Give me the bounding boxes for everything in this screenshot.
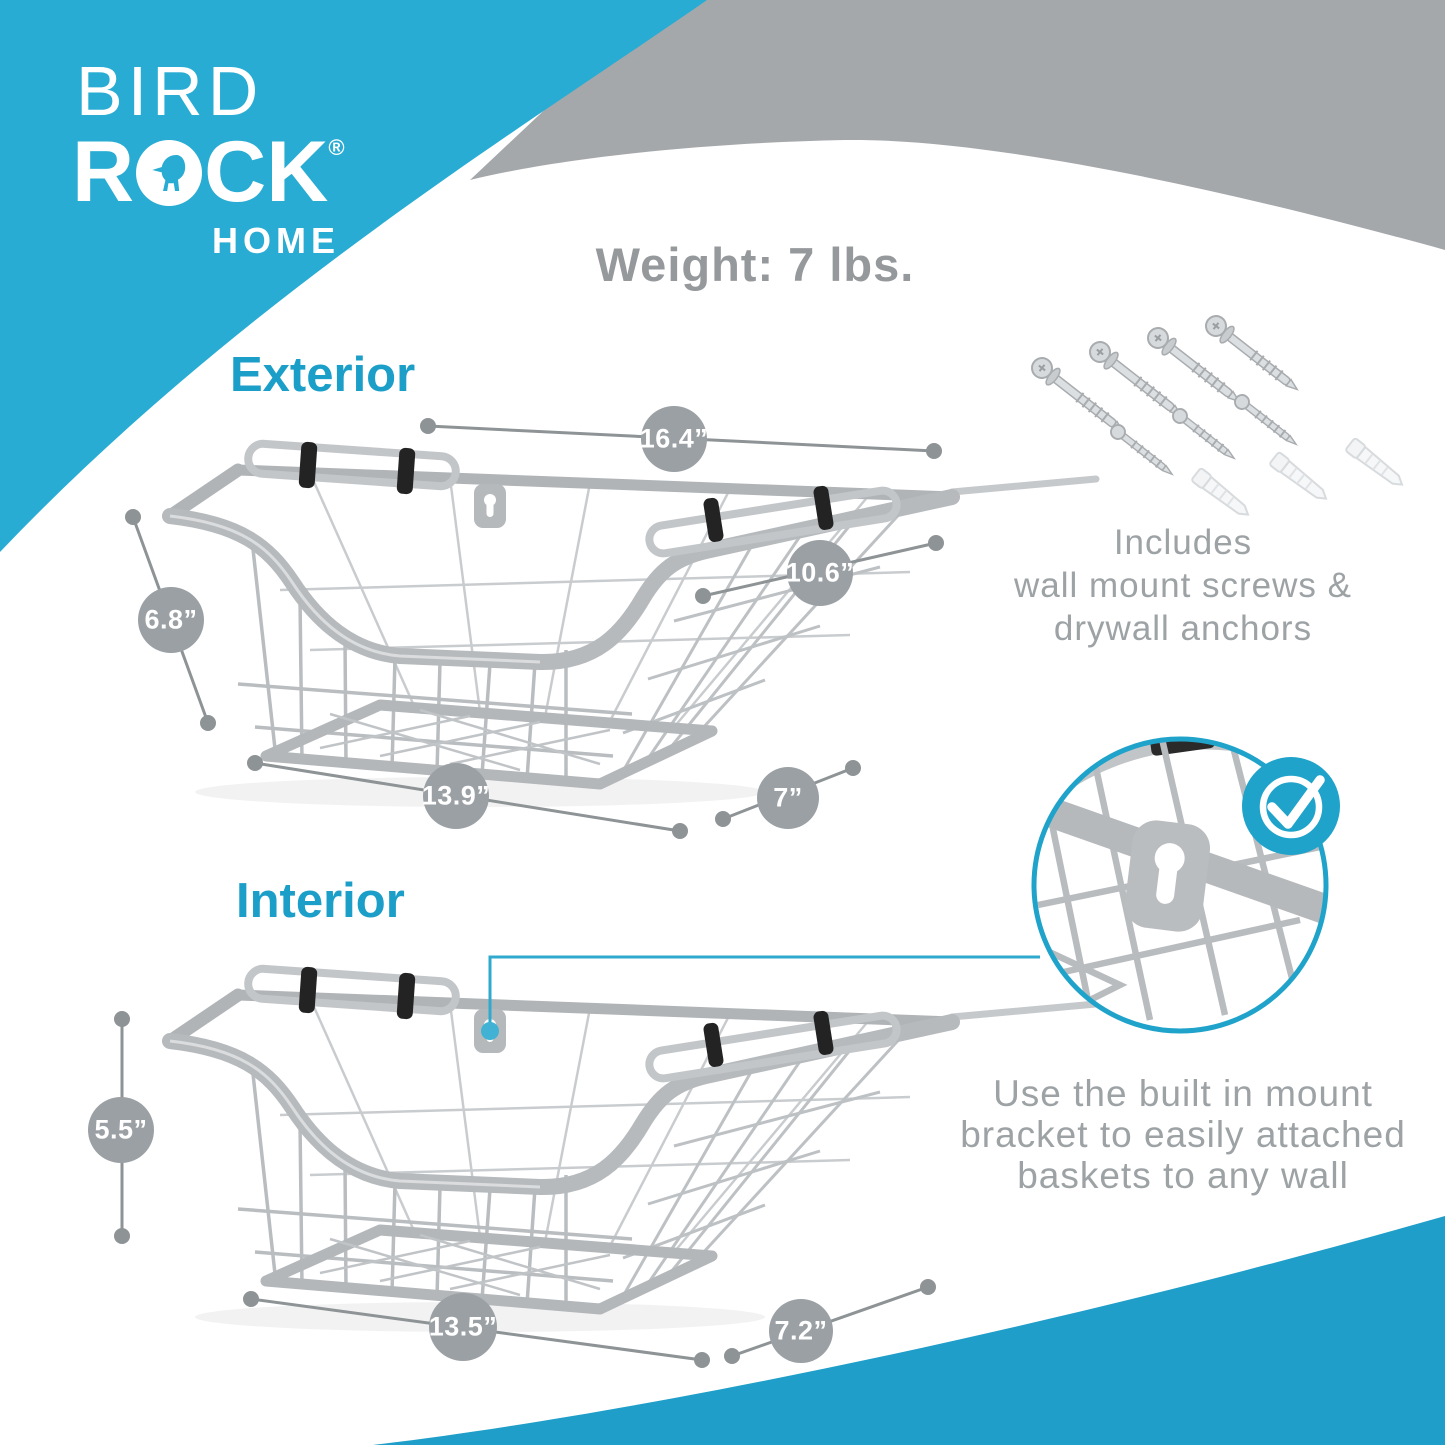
dimension-circles: [88, 406, 853, 1363]
mount-note-line3: baskets to any wall: [1017, 1155, 1349, 1196]
brand-word-bird: BIRD: [76, 52, 264, 130]
dimension-label-interior-bottom-depth: 7.2”: [774, 1315, 828, 1346]
bird-icon: [136, 139, 203, 206]
section-title-exterior: Exterior: [230, 348, 416, 402]
mount-note: Use the built in mount bracket to easily…: [958, 1073, 1408, 1196]
brand-word-home: HOME: [212, 219, 340, 261]
mount-point-dot: [481, 1022, 499, 1040]
dimension-label-exterior-bottom-depth: 7”: [773, 782, 803, 813]
section-title-interior: Interior: [236, 874, 405, 928]
registered-mark: ®: [328, 135, 345, 160]
dimension-label-interior-bottom-width: 13.5”: [428, 1311, 498, 1342]
wall-mount-screws: [1031, 315, 1299, 476]
hardware-image: [1031, 315, 1404, 516]
dimension-label-exterior-opening-depth: 10.6”: [785, 557, 855, 588]
checkmark-icon: [1242, 757, 1340, 855]
dimension-label-interior-height: 5.5”: [94, 1114, 148, 1145]
background-top-left-wedge: [0, 0, 707, 552]
includes-note: Includes wall mount screws & drywall anc…: [983, 521, 1383, 650]
dimension-label-exterior-bottom-width: 13.9”: [421, 780, 491, 811]
mount-connector-line: [481, 955, 1040, 1040]
drywall-anchors: [1191, 437, 1404, 516]
includes-note-line3: drywall anchors: [1053, 609, 1313, 648]
includes-note-line1: Includes: [1113, 523, 1253, 562]
dimension-label-exterior-top-width: 16.4”: [639, 423, 709, 454]
includes-note-line2: wall mount screws &: [1014, 566, 1352, 605]
background-bottom-swoosh: [373, 1216, 1445, 1445]
weight-label: Weight: 7 lbs.: [595, 238, 915, 291]
exterior-basket-image: [170, 441, 1096, 807]
dimension-label-exterior-height: 6.8”: [144, 604, 198, 635]
mount-note-line2: bracket to easily attached: [960, 1114, 1406, 1155]
background-top-right-curve: [470, 0, 1445, 250]
detail-zoom-circle: [1031, 736, 1340, 1034]
mount-note-line1: Use the built in mount: [993, 1073, 1373, 1114]
